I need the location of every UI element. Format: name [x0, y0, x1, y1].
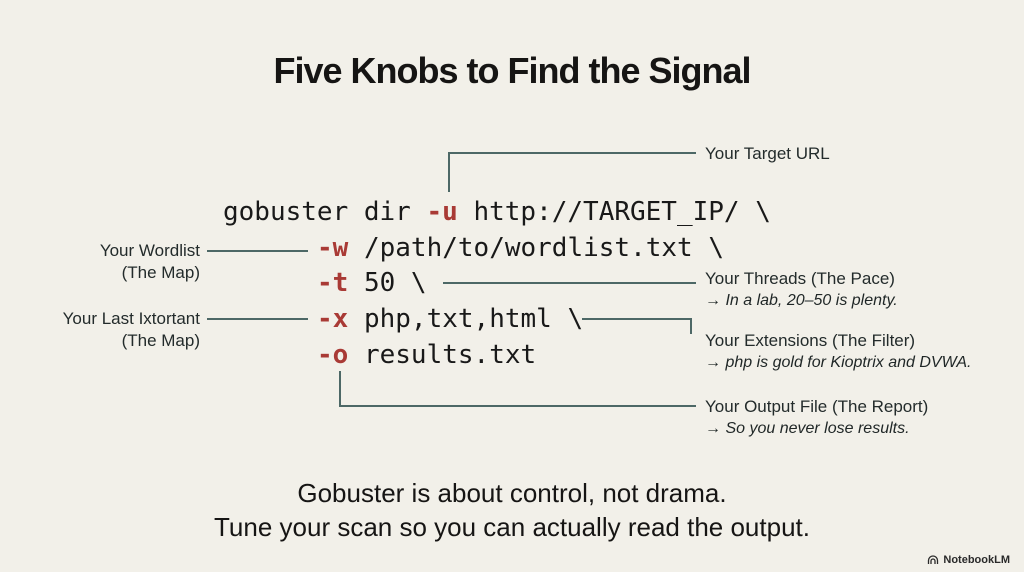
- connector-threads: [443, 282, 696, 284]
- flag-w: -w: [317, 233, 349, 263]
- annotation-target-url: Your Target URL: [705, 144, 830, 163]
- command-post: results.txt: [348, 340, 537, 370]
- watermark-label: NotebookLM: [943, 554, 1010, 566]
- connector-output-horizontal: [339, 405, 696, 407]
- command-pre: gobuster dir: [223, 197, 427, 227]
- command-line-2: -w /path/to/wordlist.txt \: [317, 233, 724, 263]
- command-post: php,txt,html \: [348, 304, 584, 334]
- page-title: Five Knobs to Find the Signal: [273, 50, 751, 91]
- flag-o: -o: [317, 340, 349, 370]
- annotation-threads-note: → In a lab, 20–50 is plenty.: [705, 292, 898, 309]
- annotation-extensions-left: Your Last Ixtortant: [62, 309, 200, 328]
- footer-line-2: Tune your scan so you can actually read …: [214, 512, 810, 542]
- annotation-extensions-left-sub: (The Map): [121, 331, 200, 350]
- connector-output-vertical: [339, 371, 341, 407]
- annotation-output: Your Output File (The Report): [705, 397, 929, 416]
- connector-extensions-horizontal: [582, 318, 692, 320]
- connector-target-vertical: [448, 152, 450, 192]
- connector-wordlist: [207, 250, 308, 252]
- command-post: http://TARGET_IP/ \: [457, 197, 771, 227]
- annotation-wordlist-sub: (The Map): [121, 263, 200, 282]
- command-line-4: -x php,txt,html \: [317, 304, 583, 334]
- notebooklm-logo-icon: [927, 554, 939, 566]
- command-line-1: gobuster dir -u http://TARGET_IP/ \: [223, 197, 771, 227]
- watermark: NotebookLM: [927, 554, 1010, 566]
- connector-extensions-left: [207, 318, 308, 320]
- command-line-5: -o results.txt: [317, 340, 536, 370]
- command-post: /path/to/wordlist.txt \: [348, 233, 724, 263]
- annotation-threads: Your Threads (The Pace): [705, 269, 895, 288]
- connector-extensions-vertical: [690, 318, 692, 334]
- command-line-3: -t 50 \: [317, 268, 427, 298]
- footer-line-1: Gobuster is about control, not drama.: [297, 478, 727, 508]
- annotation-extensions-note: → php is gold for Kioptrix and DVWA.: [705, 354, 972, 371]
- annotation-wordlist: Your Wordlist: [99, 241, 200, 260]
- connector-target-horizontal: [448, 152, 696, 154]
- flag-u: -u: [426, 197, 458, 227]
- flag-x: -x: [317, 304, 349, 334]
- annotation-output-note: → So you never lose results.: [705, 420, 910, 437]
- annotation-extensions: Your Extensions (The Filter): [705, 331, 916, 350]
- flag-t: -t: [317, 268, 349, 298]
- command-post: 50 \: [348, 268, 427, 298]
